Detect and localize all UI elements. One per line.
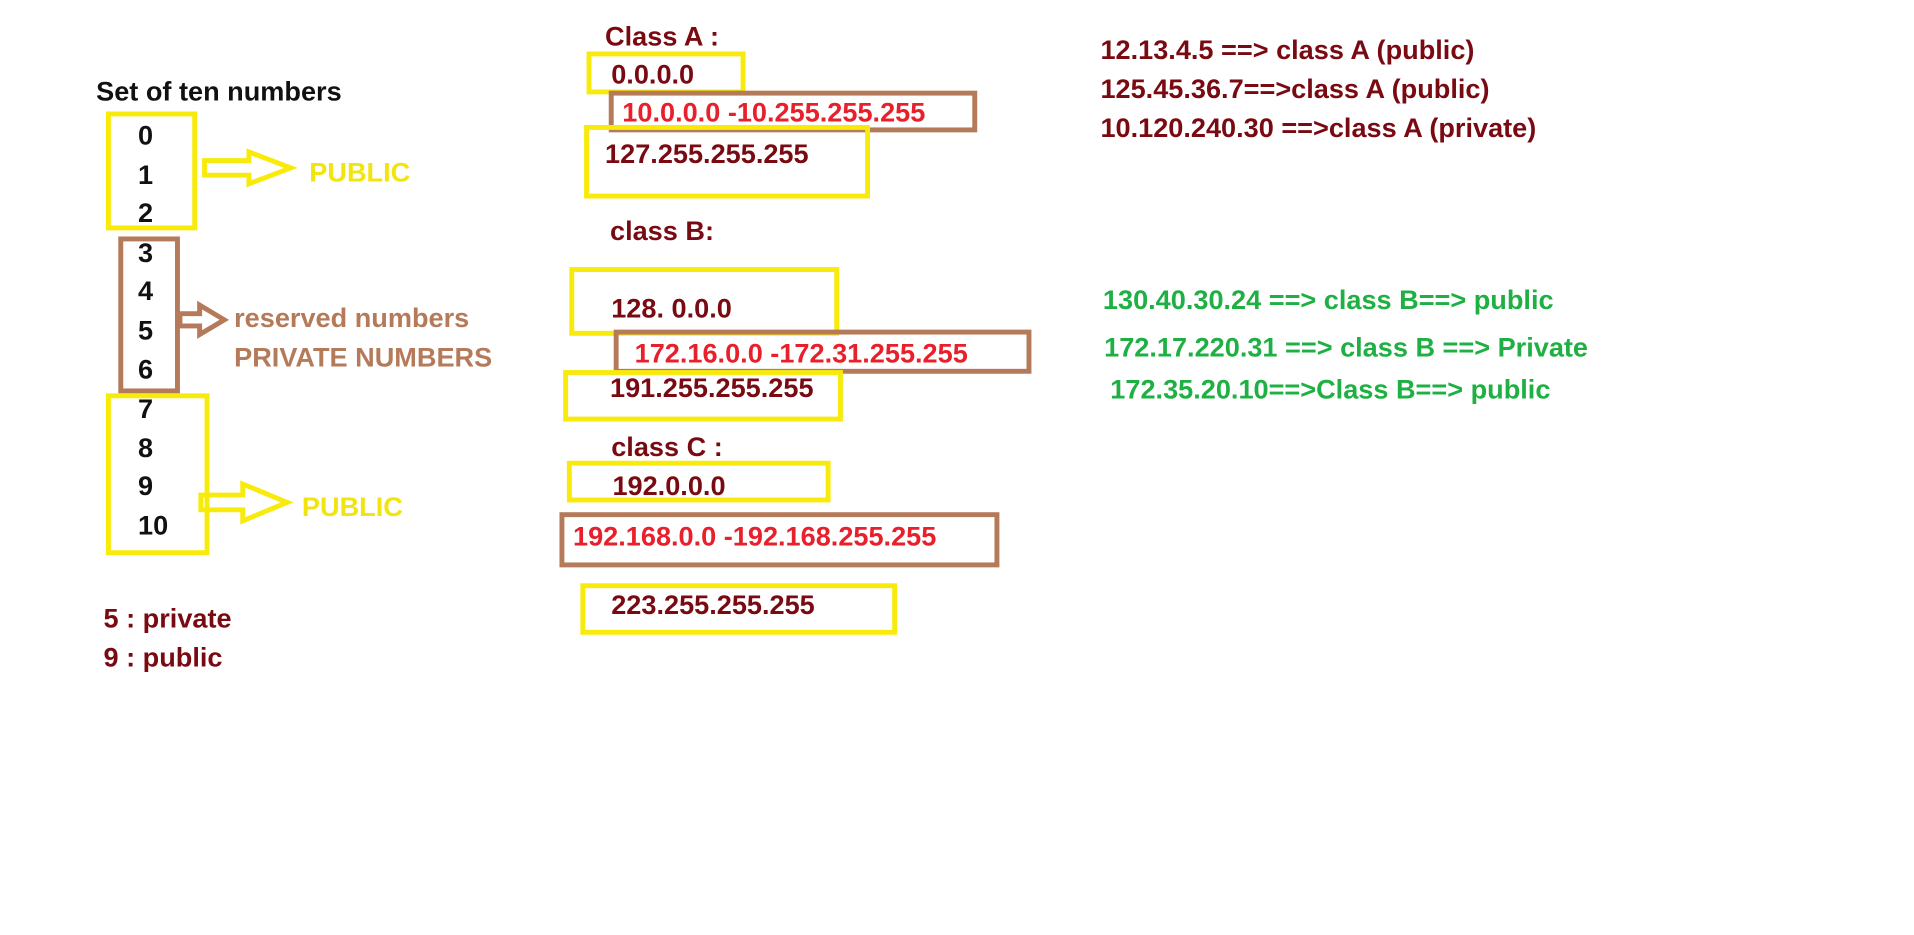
- public-label: PUBLIC: [301, 491, 403, 523]
- number-item: 5: [138, 314, 154, 346]
- example-public: 9 : public: [103, 642, 223, 673]
- example-private: 5 : private: [103, 602, 232, 634]
- number-item: 6: [138, 354, 154, 385]
- example-class-a: 12.13.4.5 ==> class A (public): [1100, 34, 1475, 65]
- number-item: 0: [138, 120, 154, 151]
- arrow-right-icon: [177, 300, 230, 339]
- number-item: 1: [138, 159, 154, 190]
- example-class-a: 10.120.240.30 ==>class A (private): [1100, 112, 1537, 144]
- class-c-end-box: [580, 583, 898, 635]
- example-class-b: 130.40.30.24 ==> class B==> public: [1102, 284, 1554, 315]
- number-item: 9: [138, 470, 154, 502]
- class-a-start: 0.0.0.0: [611, 58, 695, 90]
- class-a-title: Class A :: [605, 20, 720, 52]
- private-label: PRIVATE NUMBERS: [234, 341, 493, 373]
- number-item: 8: [138, 432, 154, 464]
- class-c-start-box: [566, 460, 831, 503]
- public-numbers-top-box: [105, 111, 198, 231]
- arrow-right-icon: [198, 480, 294, 525]
- class-a-private-range: 10.0.0.0 -10.255.255.255: [622, 96, 926, 128]
- class-c-title: class C :: [611, 431, 723, 462]
- reserved-label: reserved numbers: [234, 302, 470, 334]
- example-class-b: 172.35.20.10==>Class B==> public: [1110, 373, 1551, 405]
- private-numbers-box: [118, 236, 180, 394]
- class-a-private-box: [608, 90, 978, 133]
- number-item: 2: [138, 197, 154, 228]
- number-set-heading: Set of ten numbers: [96, 75, 342, 107]
- class-b-end: 191.255.255.255: [609, 372, 814, 404]
- number-item: 3: [138, 237, 154, 269]
- public-label: PUBLIC: [309, 156, 411, 188]
- example-class-a: 125.45.36.7==>class A (public): [1100, 73, 1490, 105]
- class-b-title: class B:: [609, 215, 714, 247]
- class-a-end: 127.255.255.255: [605, 138, 809, 170]
- class-b-private-range: 172.16.0.0 -172.31.255.255: [634, 338, 968, 369]
- class-b-end-box: [563, 370, 843, 422]
- class-c-start: 192.0.0.0: [612, 470, 726, 502]
- class-c-private-range: 192.168.0.0 -192.168.255.255: [573, 520, 937, 552]
- arrow-right-icon: [202, 148, 298, 188]
- class-c-end: 223.255.255.255: [611, 589, 815, 621]
- number-item: 4: [138, 275, 154, 307]
- class-c-private-box: [559, 512, 1000, 568]
- public-numbers-bottom-box: [105, 393, 210, 556]
- class-a-end-box: [584, 124, 871, 199]
- number-item: 7: [138, 393, 154, 424]
- number-item: 10: [138, 509, 169, 541]
- class-b-start: 128. 0.0.0: [611, 292, 732, 324]
- example-class-b: 172.17.220.31 ==> class B ==> Private: [1104, 332, 1589, 363]
